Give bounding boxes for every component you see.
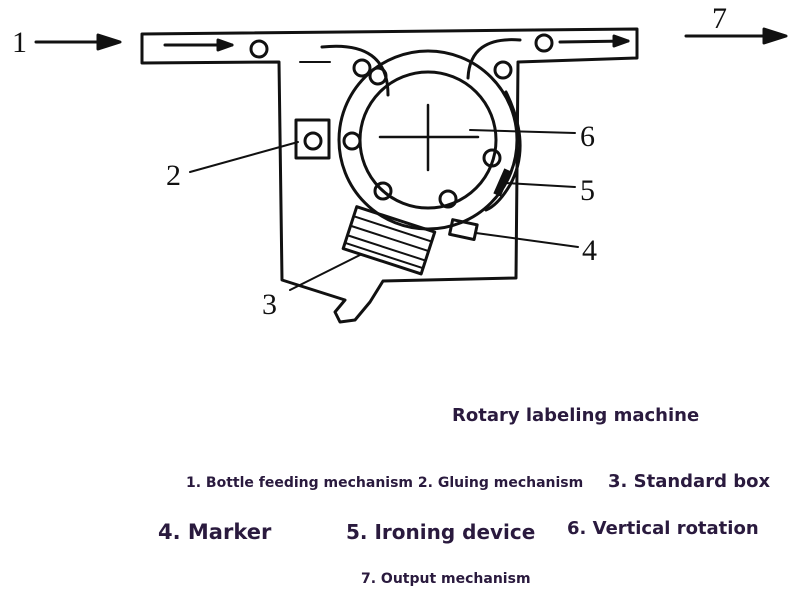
roller-left — [249, 39, 269, 59]
bottle-pocket-2 — [368, 66, 388, 86]
roller-right — [534, 33, 554, 53]
caption-output-mechanism: 7. Output mechanism — [361, 571, 531, 587]
callout-2: 2 — [166, 159, 181, 192]
bottle-pocket-6 — [482, 148, 502, 168]
machine-frame — [140, 27, 639, 324]
center-cross — [378, 103, 480, 172]
callout-4: 4 — [582, 234, 597, 267]
callout-1: 1 — [12, 26, 27, 59]
caption-title: Rotary labeling machine — [452, 405, 700, 426]
caption-feeding-gluing: 1. Bottle feeding mechanism 2. Gluing me… — [186, 475, 584, 491]
outer-guide-rail — [484, 90, 522, 212]
standard-box — [341, 205, 437, 276]
bottle-pocket-1 — [352, 58, 372, 78]
gluing-mechanism — [294, 118, 331, 160]
caption-marker: 4. Marker — [158, 520, 272, 544]
marker — [448, 218, 479, 242]
bottle-pocket-4 — [373, 181, 393, 201]
labeling-machine-diagram: 1 2 3 4 5 6 7 — [12, 2, 788, 324]
callout-7: 7 — [712, 2, 727, 35]
right-guide-arc — [466, 38, 522, 80]
callout-6: 6 — [580, 120, 595, 153]
bottle-pocket-5 — [438, 189, 458, 209]
ironing-device — [493, 168, 512, 197]
callout-3: 3 — [262, 288, 277, 321]
caption-vertical-rotation: 6. Vertical rotation — [567, 518, 759, 539]
caption-standard-box: 3. Standard box — [608, 471, 771, 492]
bottle-pocket-7 — [493, 60, 513, 80]
bottle-pocket-3 — [342, 131, 362, 151]
caption-ironing-device: 5. Ironing device — [346, 520, 536, 544]
callout-5: 5 — [580, 174, 595, 207]
